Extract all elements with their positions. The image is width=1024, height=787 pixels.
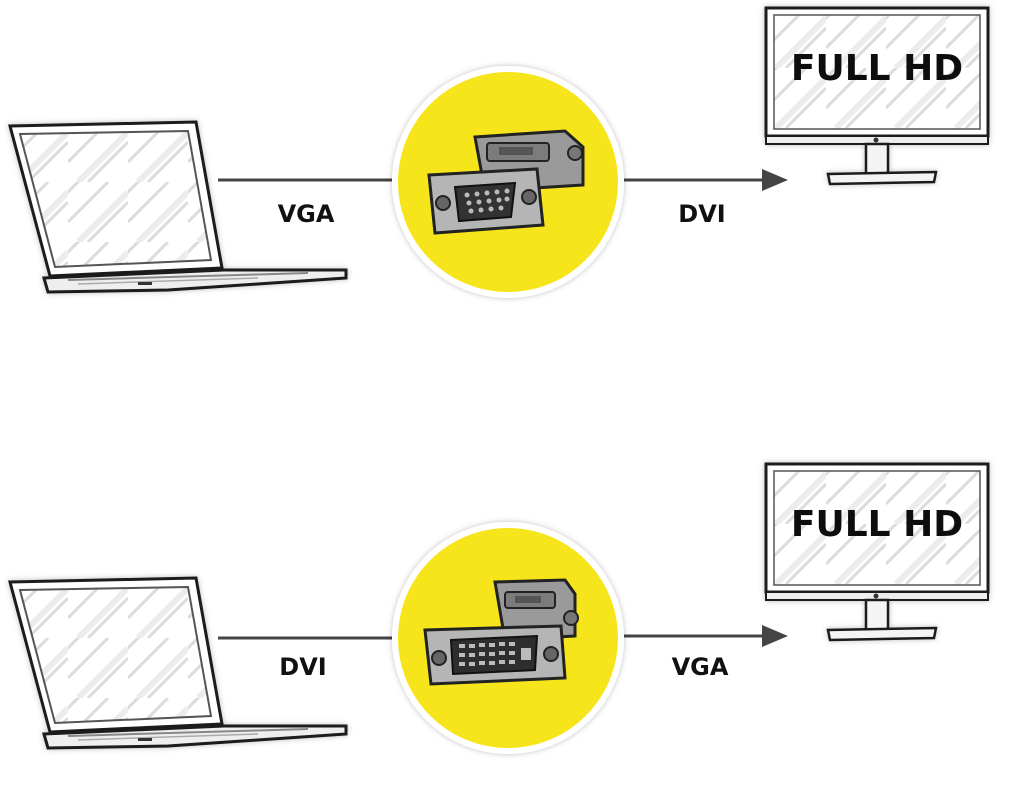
row-vga-to-dvi: VGA DVI FULL HD xyxy=(8,6,990,298)
input-label: VGA xyxy=(278,200,335,228)
screen-text: FULL HD xyxy=(791,504,963,545)
input-label: DVI xyxy=(279,653,326,681)
output-label: DVI xyxy=(678,200,725,228)
dvi-to-vga-adapter-icon xyxy=(392,522,624,754)
screen-text: FULL HD xyxy=(791,48,963,89)
row-dvi-to-vga: DVI VGA FULL HD xyxy=(8,462,990,754)
output-arrowhead xyxy=(762,169,788,191)
laptop-icon xyxy=(8,120,348,294)
monitor-icon: FULL HD xyxy=(764,462,990,642)
vga-to-dvi-adapter-icon xyxy=(392,66,624,298)
output-arrowhead xyxy=(762,625,788,647)
laptop-icon xyxy=(8,576,348,750)
monitor-icon: FULL HD xyxy=(764,6,990,186)
output-label: VGA xyxy=(672,653,729,681)
